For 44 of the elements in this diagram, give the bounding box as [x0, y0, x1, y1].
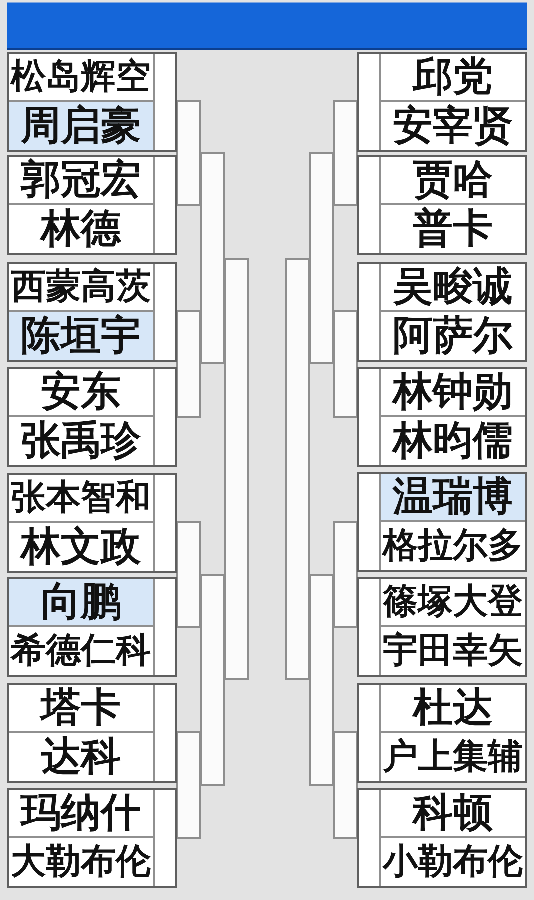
bracket-bar: [200, 152, 225, 364]
bracket-bar: [333, 731, 358, 839]
match-box: [357, 155, 527, 255]
match-box: [357, 577, 527, 677]
bracket-bar: [309, 574, 334, 786]
match-box: [357, 52, 527, 152]
match-box: [7, 52, 177, 152]
match-box: [7, 367, 177, 467]
player-name-cell: 贾哈: [381, 157, 525, 205]
match-box: [7, 262, 177, 362]
bracket-bar: [176, 310, 201, 418]
match-box: [7, 683, 177, 783]
match-box: [357, 683, 527, 783]
player-name-cell: 周启豪: [9, 102, 153, 150]
player-name-cell: 杜达: [381, 685, 525, 733]
player-name-cell: 温瑞博: [381, 474, 525, 522]
bracket-bar: [333, 310, 358, 418]
bracket-bar: [309, 152, 334, 364]
player-name-cell: 向鹏: [9, 579, 153, 627]
match-box: [357, 788, 527, 888]
player-name-cell: 林钟勋: [381, 369, 525, 417]
player-name-cell: 塔卡: [9, 685, 153, 733]
player-name-cell: 郭冠宏: [9, 157, 153, 205]
player-name-cell: 安东: [9, 369, 153, 417]
bracket-bar: [333, 100, 358, 206]
bracket-bar: [333, 521, 358, 628]
player-name-cell: 玛纳什: [9, 790, 153, 838]
bracket-bar: [176, 731, 201, 839]
player-name-cell: 吴畯诚: [381, 264, 525, 312]
match-box: [357, 472, 527, 572]
match-box: [7, 155, 177, 255]
match-box: [357, 262, 527, 362]
player-name-cell: 科顿: [381, 790, 525, 838]
match-box: [357, 367, 527, 467]
match-box: [7, 788, 177, 888]
player-name-cell: 陈垣宇: [9, 312, 153, 360]
player-name-cell: 邱党: [381, 54, 525, 102]
bracket-bar: [224, 258, 249, 680]
bracket-bar: [285, 258, 310, 680]
bracket-bar: [176, 521, 201, 628]
bracket-bar: [200, 574, 225, 786]
bracket-bar: [176, 100, 201, 206]
match-box: [7, 473, 177, 573]
match-box: [7, 577, 177, 677]
